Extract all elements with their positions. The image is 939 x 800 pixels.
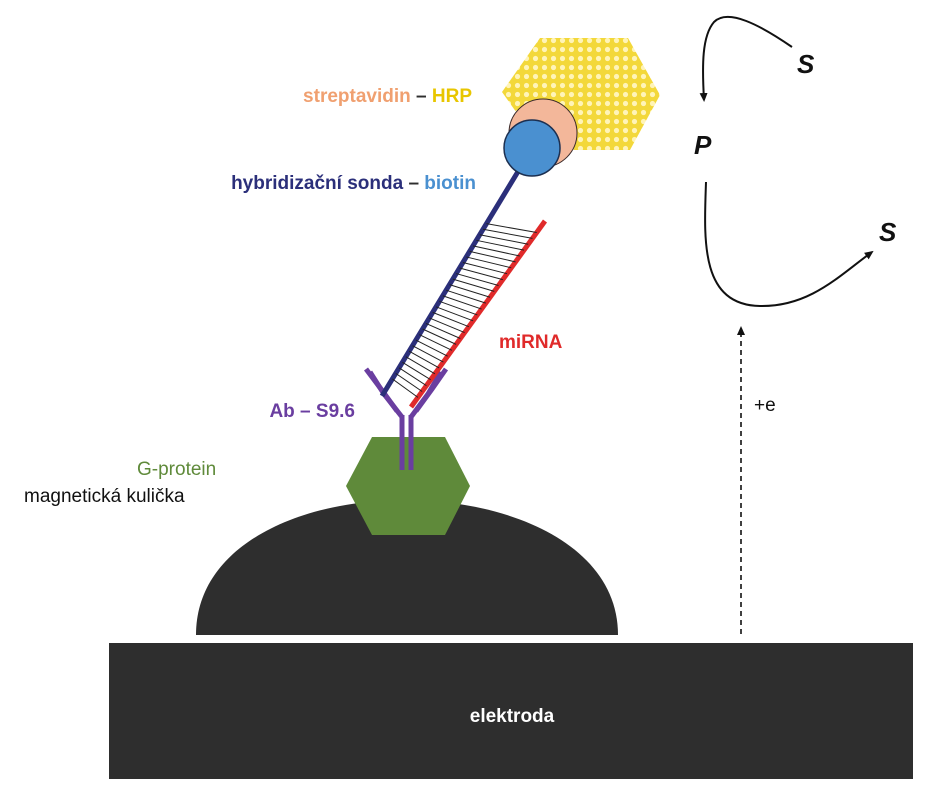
base-pair-rung <box>482 228 533 239</box>
base-pair-rung <box>445 289 486 304</box>
base-pair-rung <box>412 345 444 363</box>
base-pair-rung <box>429 317 465 334</box>
base-pair-rung <box>469 250 516 263</box>
electron-label: +e <box>754 395 776 416</box>
base-pair-rung <box>432 311 470 328</box>
base-pair-rung <box>476 239 525 251</box>
substrate-label-top: S <box>797 49 815 79</box>
magnetic-bead-label: magnetická kulička <box>24 486 185 507</box>
base-pair-rung <box>435 306 474 322</box>
product-label: P <box>694 130 712 160</box>
label-dash: – <box>403 173 424 194</box>
base-pair-rung <box>472 245 520 257</box>
base-pair-rung <box>479 234 529 245</box>
streptavidin-hrp-label: streptavidin – HRP <box>303 86 472 107</box>
base-pair-rung <box>392 378 419 398</box>
mirna-label: miRNA <box>499 332 563 353</box>
base-pair-rungs <box>392 223 537 398</box>
base-pair-rung <box>466 256 512 269</box>
g-protein <box>346 437 470 535</box>
base-pair-rung <box>442 295 482 310</box>
g-protein-label: G-protein <box>137 459 216 480</box>
base-pair-rung <box>398 367 427 387</box>
biotin-label: biotin <box>424 173 476 194</box>
base-pair-rung <box>402 361 431 381</box>
substrate-label-right: S <box>879 217 897 247</box>
base-pair-rung <box>456 273 499 286</box>
biotin <box>503 119 561 177</box>
electrode-label: elektroda <box>470 706 555 727</box>
hybridization-probe-strand <box>379 163 525 398</box>
base-pair-rung <box>419 334 453 351</box>
streptavidin-label: streptavidin <box>303 86 411 107</box>
base-pair-rung <box>462 261 508 275</box>
base-pair-rung <box>425 323 461 339</box>
base-pair-rung <box>452 278 495 292</box>
base-pair-rung <box>395 372 423 392</box>
base-pair-rung <box>415 339 448 357</box>
base-pair-rung <box>486 223 537 233</box>
hybridization-probe-label: hybridizační sonda <box>231 173 404 194</box>
antibody-s9-6 <box>364 367 449 470</box>
base-pair-rung <box>449 284 491 298</box>
base-pair-rung <box>408 350 440 369</box>
mirna-strand <box>408 219 548 409</box>
electrode <box>109 643 913 779</box>
magnetic-bead <box>196 500 618 635</box>
product-to-substrate-arrow <box>704 181 874 308</box>
hrp-label: HRP <box>432 86 472 107</box>
substrate-to-product-arrow <box>699 16 793 102</box>
base-pair-rung <box>459 267 503 281</box>
base-pair-rung <box>439 300 478 316</box>
probe-biotin-label: hybridizační sonda – biotin <box>231 173 476 194</box>
base-pair-rung <box>405 356 436 375</box>
label-dash: – <box>411 86 432 107</box>
base-pair-rung <box>422 328 457 345</box>
antibody-label: Ab – S9.6 <box>269 401 355 422</box>
